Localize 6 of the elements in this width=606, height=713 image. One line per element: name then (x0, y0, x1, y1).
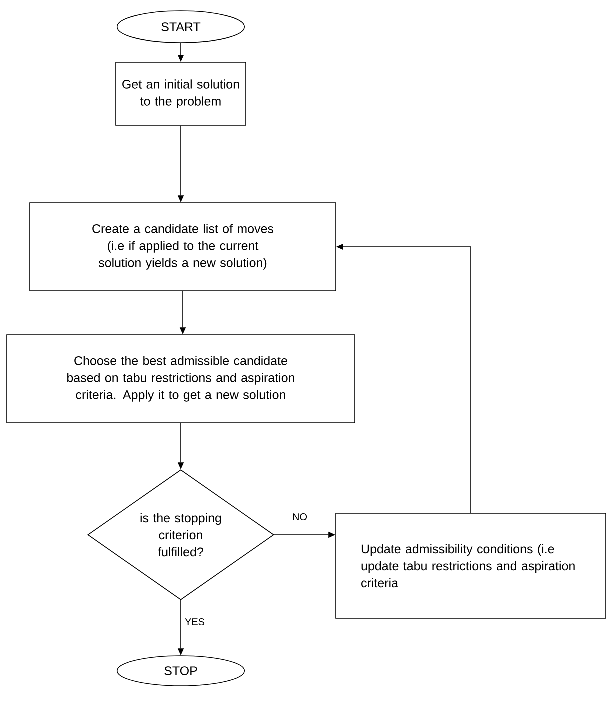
edge-label: YES (184, 617, 206, 627)
process-box: Create a candidate list of moves (i.e if applied to the current solution yields a new solution) (30, 202, 336, 292)
process-box: Update admissibility conditions (i.e update tabu restrictions and aspiration criteria (336, 513, 606, 619)
process-box: Choose the best admissible candidate based on tabu restrictions and aspiration criteria. Apply it to get a new solution (6, 334, 356, 424)
edge-label: NO (292, 512, 308, 522)
process-box: Get an initial solution to the problem (116, 62, 246, 126)
